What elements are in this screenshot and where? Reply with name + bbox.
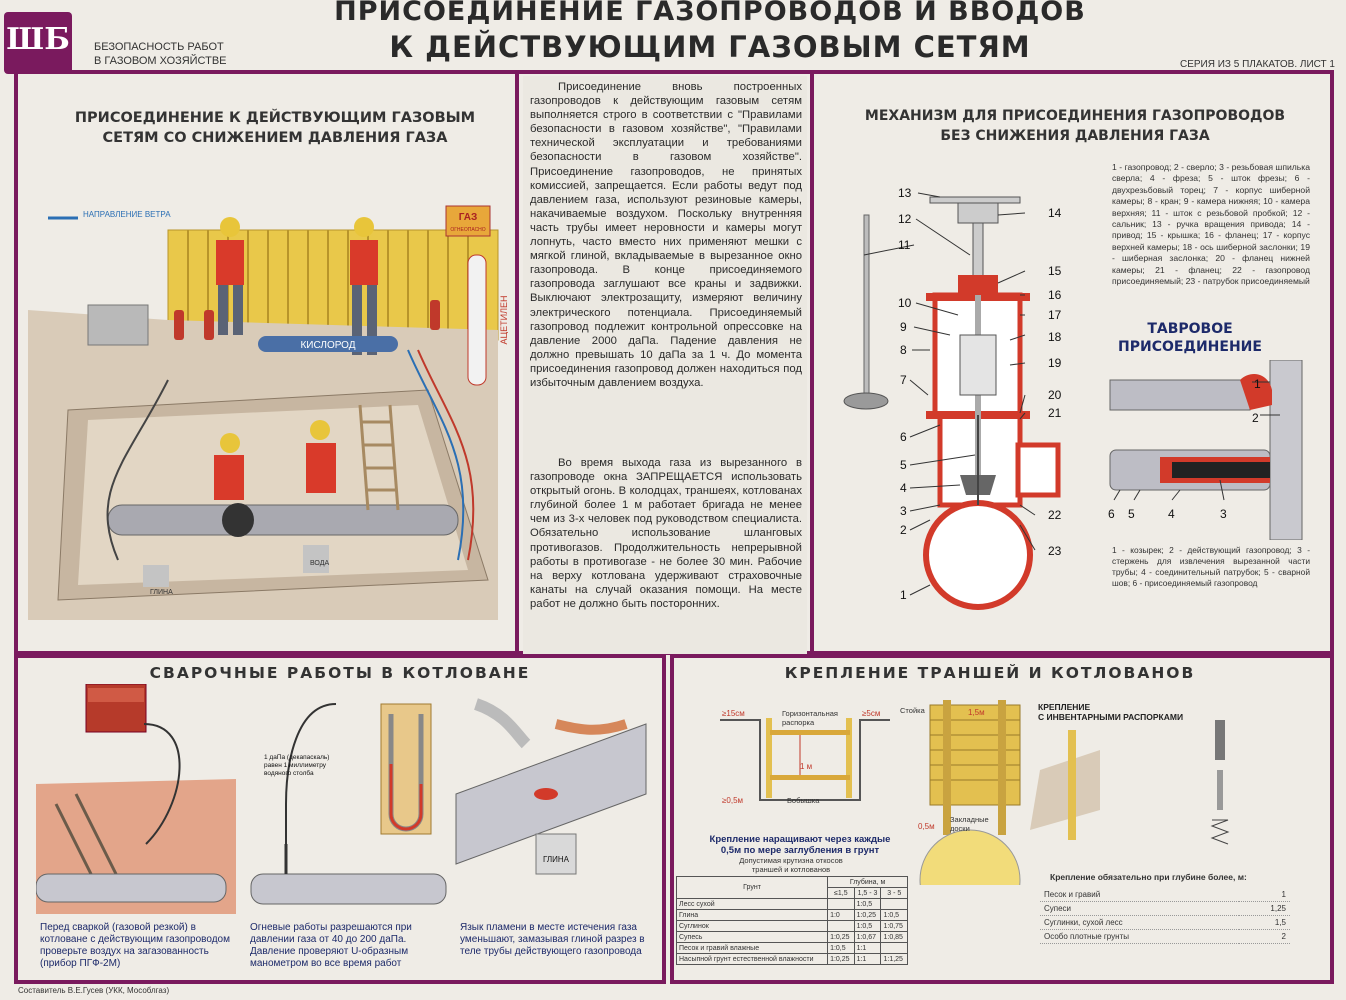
mech-num-23: 23	[1048, 544, 1062, 558]
tee-num-6: 6	[1108, 507, 1115, 521]
mech-num-18: 18	[1048, 330, 1062, 344]
label-horizontal-strut: Горизонтальная распорка	[782, 709, 838, 727]
mechanism-legend: 1 - газопровод; 2 - сверло; 3 - резьбова…	[1112, 162, 1310, 287]
tee-num-3: 3	[1220, 507, 1227, 521]
mech-num-19: 19	[1048, 356, 1062, 370]
wind-label: НАПРАВЛЕНИЕ ВЕТРА	[83, 210, 171, 219]
welding-caption-2: Огневые работы разрешаются при давлении …	[250, 922, 412, 969]
welding-illustrations: 1 даПа (декапаскаль) равен 1 миллиметру …	[36, 684, 647, 914]
manometer-note: 1 даПа (декапаскаль) равен 1 миллиметру …	[264, 754, 330, 777]
tee-num-2: 2	[1252, 411, 1259, 425]
acetylene-label: АЦЕТИЛЕН	[499, 295, 508, 344]
header-subtitle: БЕЗОПАСНОСТЬ РАБОТ В ГАЗОВОМ ХОЗЯЙСТВЕ	[94, 41, 227, 67]
mech-num-9: 9	[900, 320, 907, 334]
welding-caption-1: Перед сваркой (газовой резкой) в котлова…	[40, 922, 230, 969]
mech-num-2: 2	[900, 523, 907, 537]
mech-num-12: 12	[898, 212, 912, 226]
gas-sign-sub: ОГНЕОПАСНО	[450, 227, 485, 233]
label-1m: 1 м	[800, 762, 813, 771]
slope-depth-col: 3 - 5	[880, 887, 908, 899]
left-section-title: ПРИСОЕДИНЕНИЕ К ДЕЙСТВУЮЩИМ ГАЗОВЫМ СЕТЯ…	[74, 110, 476, 146]
label-d15: ≥15см	[722, 709, 745, 718]
mech-num-13: 13	[898, 186, 912, 200]
divider-2	[810, 74, 814, 654]
center-text-panel	[523, 76, 807, 654]
tee-num-1: 1	[1254, 377, 1261, 391]
label-rack: Стойка	[900, 706, 925, 715]
mech-num-8: 8	[900, 343, 907, 357]
welding-clay-label: ГЛИНА	[543, 855, 570, 864]
page-title-line1: ПРИСОЕДИНЕНИЕ ГАЗОПРОВОДОВ И ВВОДОВ	[334, 0, 1086, 27]
req-table-caption: Крепление обязательно при глубине более,…	[1050, 872, 1247, 882]
label-05m: 0,5м	[918, 822, 935, 831]
tee-title: ТАВРОВОЕ ПРИСОЕДИНЕНИЕ	[1118, 321, 1262, 355]
welding-caption-3: Язык пламени в месте истечения газа умен…	[460, 922, 645, 957]
logo-text: ШБ	[6, 22, 70, 57]
mech-num-1: 1	[900, 588, 907, 602]
welding-frame	[14, 654, 666, 984]
gas-sign: ГАЗ	[459, 212, 478, 223]
divider-1	[515, 74, 519, 654]
mech-num-20: 20	[1048, 388, 1062, 402]
mech-num-21: 21	[1048, 406, 1062, 420]
logo: ШБ	[4, 12, 72, 74]
slope-col-ground: Грунт	[675, 876, 829, 899]
water-label: ВОДА	[310, 560, 329, 567]
page-title-line2: К ДЕЙСТВУЮЩИМ ГАЗОВЫМ СЕТЯМ	[389, 30, 1031, 64]
oxygen-label: КИСЛОРОД	[300, 340, 355, 351]
mech-num-15: 15	[1048, 264, 1062, 278]
welding-title: СВАРОЧНЫЕ РАБОТЫ В КОТЛОВАНЕ	[149, 664, 531, 682]
mech-num-5: 5	[900, 458, 907, 472]
mech-num-17: 17	[1048, 308, 1062, 322]
excavation-illustration: КИСЛОРОД АЦЕТИЛЕН ГАЗ ОГНЕОПАСНО НАПРАВЛ…	[28, 205, 508, 620]
right-section-title: МЕХАНИЗМ ДЛЯ ПРИСОЕДИНЕНИЯ ГАЗОПРОВОДОВ …	[864, 108, 1286, 144]
series-label: СЕРИЯ ИЗ 5 ПЛАКАТОВ. ЛИСТ 1	[1180, 59, 1335, 70]
trench-grow-note: Крепление наращивают через каждые 0,5м п…	[709, 834, 891, 856]
tee-connection-diagram: 1 2 6 5 4 3	[1108, 360, 1303, 540]
mech-num-16: 16	[1048, 288, 1062, 302]
label-15m: 1,5м	[968, 708, 985, 717]
slope-table: Грунт Глубина, м ≤1,5 1,5 - 3 3 - 5 Лесс…	[675, 876, 908, 965]
trench-frame	[670, 654, 1334, 984]
mech-num-22: 22	[1048, 508, 1062, 522]
tee-num-4: 4	[1168, 507, 1175, 521]
tapping-mechanism-diagram: 13 12 11 10 9 8 7 6 5 4 3 2 1 14 15 16 1…	[843, 186, 1062, 610]
trench-shoring-diagrams	[720, 700, 1230, 885]
label-boby: Бобышка	[787, 796, 820, 805]
mech-num-10: 10	[898, 296, 912, 310]
tee-legend: 1 - козырек; 2 - действующий газопровод;…	[1112, 545, 1310, 588]
slope-table-caption: Допустимая крутизна откосов траншей и ко…	[739, 856, 843, 874]
footer-author: Составитель В.Е.Гусев (УКК, Мособлгаз)	[18, 986, 170, 995]
mech-num-14: 14	[1048, 206, 1062, 220]
trench-title: КРЕПЛЕНИЕ ТРАНШЕЙ И КОТЛОВАНОВ	[784, 664, 1196, 682]
slope-depth-col: ≤1,5	[827, 887, 855, 899]
label-d5: ≥5см	[862, 709, 881, 718]
mech-num-6: 6	[900, 430, 907, 444]
mech-num-11: 11	[898, 238, 911, 252]
mech-num-4: 4	[900, 481, 907, 495]
clay-label: ГЛИНА	[150, 589, 173, 596]
center-paragraph-1: Присоединение вновь построенных газопров…	[530, 81, 802, 389]
label-inventory-struts: КРЕПЛЕНИЕ С ИНВЕНТАРНЫМИ РАСПОРКАМИ	[1038, 702, 1184, 722]
slope-col-depth: Глубина, м	[827, 876, 908, 888]
label-boards: Закладные доски	[950, 815, 989, 833]
mech-num-3: 3	[900, 504, 907, 518]
label-05m-left: ≥0,5м	[722, 796, 744, 805]
tee-num-5: 5	[1128, 507, 1135, 521]
mech-num-7: 7	[900, 373, 907, 387]
slope-depth-col: 1,5 - 3	[853, 887, 882, 899]
center-paragraph-2: Во время выхода газа из вырезанного в га…	[530, 457, 802, 610]
